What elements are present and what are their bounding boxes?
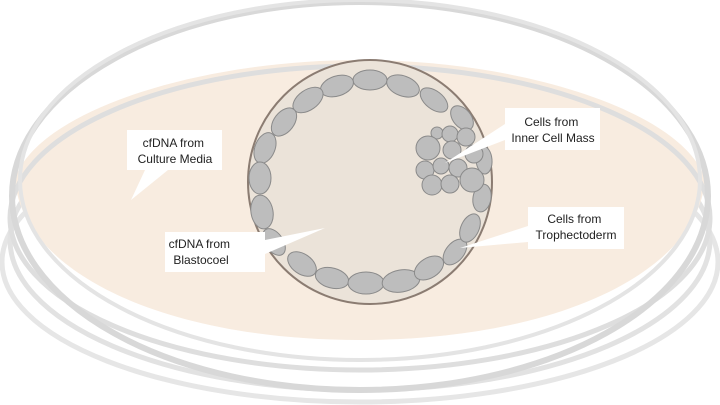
callout-blastocoel: cfDNA from Blastocoel — [165, 228, 325, 272]
callout-blastocoel-bubble — [165, 228, 325, 272]
trophectoderm-cell — [248, 161, 272, 195]
svg-text:cfDNA from Culture Media: cfDNA from Culture Media — [138, 136, 213, 166]
icm-cell — [459, 167, 485, 193]
icm-cell — [440, 174, 460, 194]
icm-cell — [432, 157, 450, 175]
callout-trophectoderm-bubble — [460, 207, 624, 249]
callout-inner-cell-mass-line-1: Cells from — [524, 115, 578, 129]
callout-trophectoderm-line-2: Trophectoderm — [536, 228, 617, 242]
blastocyst — [247, 59, 493, 305]
callout-inner-cell-mass-bubble — [445, 108, 600, 163]
trophectoderm-cell — [352, 69, 388, 91]
svg-text:cfDNA from Blastocoel: cfDNA from Blastocoel — [169, 237, 234, 267]
icm-cell — [456, 127, 476, 147]
trophectoderm-cell — [450, 105, 474, 131]
trophectoderm-cell — [287, 251, 317, 277]
callout-blastocoel-line-2: Blastocoel — [173, 253, 228, 267]
trophectoderm-layer — [248, 69, 493, 295]
trophectoderm-cell — [413, 255, 445, 281]
callout-trophectoderm-line-1: Cells from — [547, 212, 601, 226]
trophectoderm-cell — [270, 107, 298, 137]
svg-text:Cells from Inner Cell Ma: Cells from Inner Cell Mass — [511, 115, 594, 145]
trophectoderm-cell — [250, 194, 274, 230]
trophectoderm-cell — [347, 271, 385, 295]
trophectoderm-cell — [386, 74, 420, 98]
icm-cell — [421, 174, 443, 196]
icm-cell — [441, 125, 459, 143]
trophectoderm-cell — [419, 87, 449, 113]
svg-text:Cells from Trophectoderm: Cells from Trophectoderm — [536, 212, 617, 242]
dish-lid-edge — [18, 0, 702, 362]
zona-pellucida — [247, 59, 493, 305]
inner-cell-mass — [415, 125, 485, 196]
callout-culture-media: cfDNA from Culture Media — [127, 130, 222, 200]
callout-culture-media-bubble — [127, 130, 222, 200]
callout-trophectoderm: Cells from Trophectoderm — [460, 207, 624, 249]
callout-culture-media-line-1: cfDNA from — [143, 136, 204, 150]
callout-blastocoel-line-1: cfDNA from — [169, 237, 230, 251]
callout-inner-cell-mass-line-2: Inner Cell Mass — [511, 131, 594, 145]
callout-inner-cell-mass: Cells from Inner Cell Mass — [445, 108, 600, 163]
icm-cell — [415, 135, 441, 161]
callout-culture-media-line-2: Culture Media — [138, 152, 213, 166]
trophectoderm-cell — [459, 213, 481, 243]
